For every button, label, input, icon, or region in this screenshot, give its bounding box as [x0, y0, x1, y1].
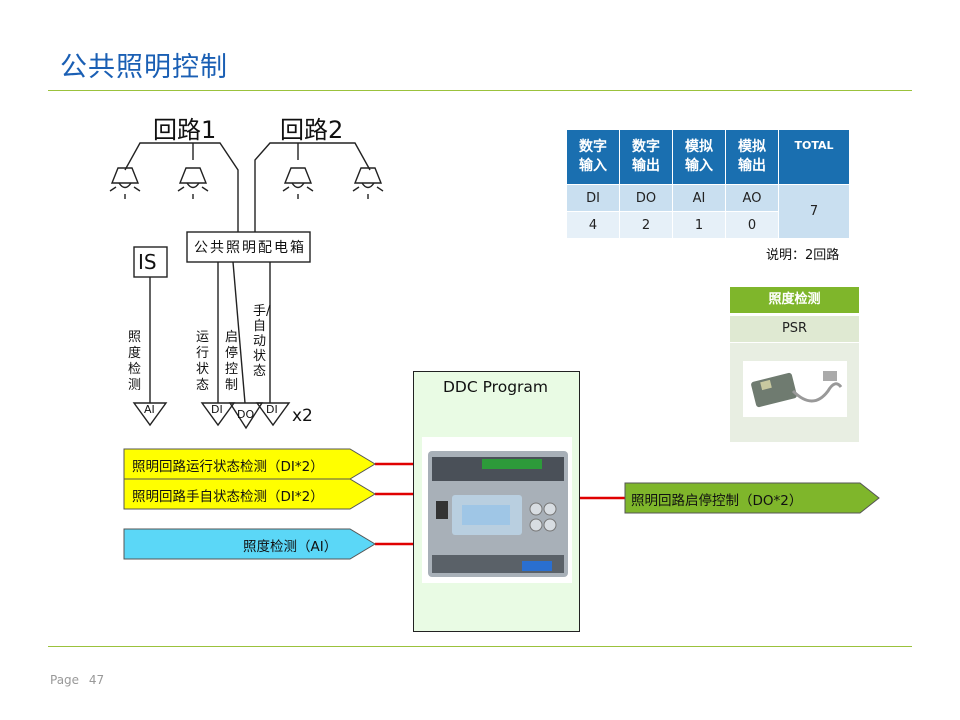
- lamp-icon: [282, 167, 314, 199]
- lamp-icon: [177, 167, 209, 199]
- di-tag: DI: [211, 403, 223, 416]
- top-divider: [48, 90, 912, 91]
- header-total: TOTAL: [778, 129, 850, 185]
- signal-in2-label: 照明回路手自状态检测（DI*2）: [132, 489, 324, 505]
- header-di: 数字输入: [566, 129, 620, 185]
- run-label: 运行状态: [196, 330, 210, 393]
- bottom-divider: [48, 646, 912, 647]
- loop2-label: 回路2: [280, 116, 344, 144]
- di-terminal: [200, 402, 236, 427]
- total-cell: 7: [778, 184, 850, 239]
- sensor-label: IS: [138, 250, 157, 274]
- io-count-table: 数字输入 数字输出 模拟输入 模拟输出 TOTAL DI DO AI AO 7 …: [566, 129, 850, 239]
- count-cell: 4: [566, 211, 620, 239]
- signal-in1-arrow: [123, 448, 376, 480]
- signal-in3-arrow: [123, 528, 376, 560]
- ddc-title: DDC Program: [442, 378, 549, 396]
- di-terminal-2: [255, 402, 291, 427]
- controller-photo: [422, 437, 572, 583]
- page-title: 公共照明控制: [60, 52, 228, 83]
- header-ai: 模拟输入: [672, 129, 726, 185]
- type-cell: AI: [672, 184, 726, 212]
- ai-tag: AI: [144, 403, 155, 416]
- di-tag-2: DI: [266, 403, 278, 416]
- signal-in1-label: 照明回路运行状态检测（DI*2）: [132, 459, 324, 475]
- lamp-icon: [352, 167, 384, 199]
- page-number: Page 47: [50, 673, 110, 687]
- auto-label: 手/自动状态: [253, 304, 271, 379]
- count-cell: 0: [725, 211, 779, 239]
- signal-out1-label: 照明回路启停控制（DO*2）: [631, 493, 803, 509]
- panel-label: 公共照明配电箱: [194, 240, 306, 256]
- signal-in3-label: 照度检测（AI）: [243, 539, 338, 555]
- type-cell: AO: [725, 184, 779, 212]
- signal-out1-arrow: [624, 482, 880, 514]
- page-value: 47: [88, 673, 105, 687]
- header-ao: 模拟输出: [725, 129, 779, 185]
- count-cell: 1: [672, 211, 726, 239]
- lux-label: 照度检测: [128, 330, 142, 393]
- type-cell: DI: [566, 184, 620, 212]
- start-label: 启停控制: [225, 330, 239, 393]
- table-note: 说明：2回路: [766, 248, 840, 263]
- header-do: 数字输出: [619, 129, 673, 185]
- ai-terminal: [132, 402, 168, 427]
- signal-in2-arrow: [123, 478, 376, 510]
- distribution-panel: [186, 231, 311, 263]
- do-tag: DO: [237, 408, 255, 421]
- sensor-photo: [743, 361, 847, 417]
- loop1-bus: [124, 142, 239, 232]
- multiplier-label: x2: [292, 406, 313, 426]
- sensor-card-name: PSR: [730, 316, 859, 342]
- count-cell: 2: [619, 211, 673, 239]
- type-cell: DO: [619, 184, 673, 212]
- do-terminal: [228, 402, 264, 430]
- page-label: Page: [50, 673, 80, 687]
- lamp-icon: [109, 167, 141, 199]
- sensor-card-header: 照度检测: [730, 287, 859, 313]
- loop1-label: 回路1: [153, 116, 217, 144]
